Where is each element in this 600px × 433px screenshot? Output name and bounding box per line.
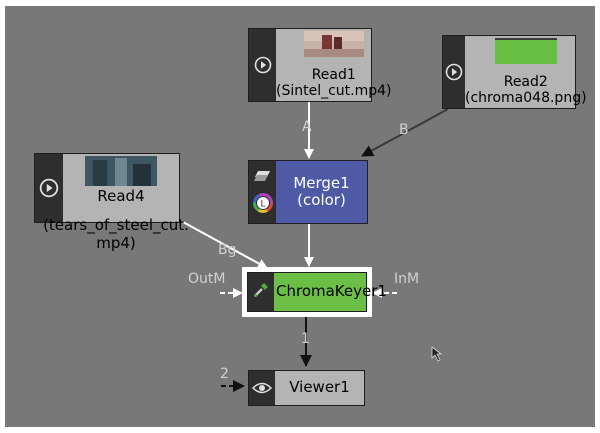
color-wheel-icon[interactable]: L: [252, 192, 273, 217]
node-merge1[interactable]: L Merge1 (color): [248, 160, 368, 224]
node-merge1-subtitle: (color): [297, 191, 346, 209]
edge-label-a: A: [302, 119, 312, 135]
node-viewer1-title: Viewer1: [289, 378, 350, 397]
merge-icon[interactable]: [253, 168, 272, 187]
eye-icon[interactable]: [252, 381, 272, 395]
edge-layer: [182, 102, 449, 392]
edge-label-1: 1: [301, 331, 310, 347]
node-merge1-strip: L: [249, 161, 276, 223]
node-chromakeyer-title: ChromaKeyer1: [276, 282, 387, 301]
node-read2-file: (chroma048.png): [465, 89, 587, 106]
edge-label-outm: OutM: [188, 271, 226, 287]
edge-label-2: 2: [220, 366, 229, 382]
node-chromakeyer-strip: [248, 273, 274, 311]
node-read4-strip: [35, 154, 63, 222]
play-icon[interactable]: [39, 178, 59, 198]
node-viewer1[interactable]: Viewer1: [248, 370, 365, 406]
edge-read4-chromakeyer[interactable]: [182, 221, 268, 269]
node-read4-file: (tears_of_steel_cut. mp4): [43, 216, 189, 252]
node-read2[interactable]: Read2 (chroma048.png): [442, 35, 587, 109]
node-read1-strip: [249, 29, 276, 101]
thumbnail-image: [85, 156, 157, 186]
node-graph-canvas[interactable]: A B Bg OutM InM 1 2 Read1 (Sintel_cut.mp…: [5, 6, 595, 427]
edge-read2-merge1[interactable]: [361, 108, 449, 157]
play-icon[interactable]: [254, 56, 272, 74]
eyedropper-icon[interactable]: [252, 281, 270, 303]
node-read1[interactable]: Read1 (Sintel_cut.mp4): [248, 28, 392, 102]
node-read1-file: (Sintel_cut.mp4): [276, 82, 392, 99]
node-chromakeyer[interactable]: ChromaKeyer1: [247, 272, 387, 312]
edge-label-b: B: [399, 122, 409, 138]
thumbnail-image: [303, 31, 364, 57]
node-read2-strip: [443, 36, 465, 108]
node-read1-title: Read1: [311, 66, 356, 83]
thumbnail-image: [494, 38, 557, 64]
edge-label-bg: Bg: [218, 242, 237, 258]
node-read4-title: Read4: [97, 187, 145, 205]
node-read2-title: Read2: [503, 73, 548, 90]
mouse-cursor-icon: [431, 346, 443, 362]
node-merge1-title: Merge1: [293, 173, 350, 192]
svg-text:L: L: [260, 199, 265, 209]
node-viewer1-strip: [249, 371, 275, 405]
play-icon[interactable]: [445, 63, 463, 81]
node-read4[interactable]: Read4: [34, 153, 180, 223]
edge-label-inm: InM: [394, 271, 420, 287]
